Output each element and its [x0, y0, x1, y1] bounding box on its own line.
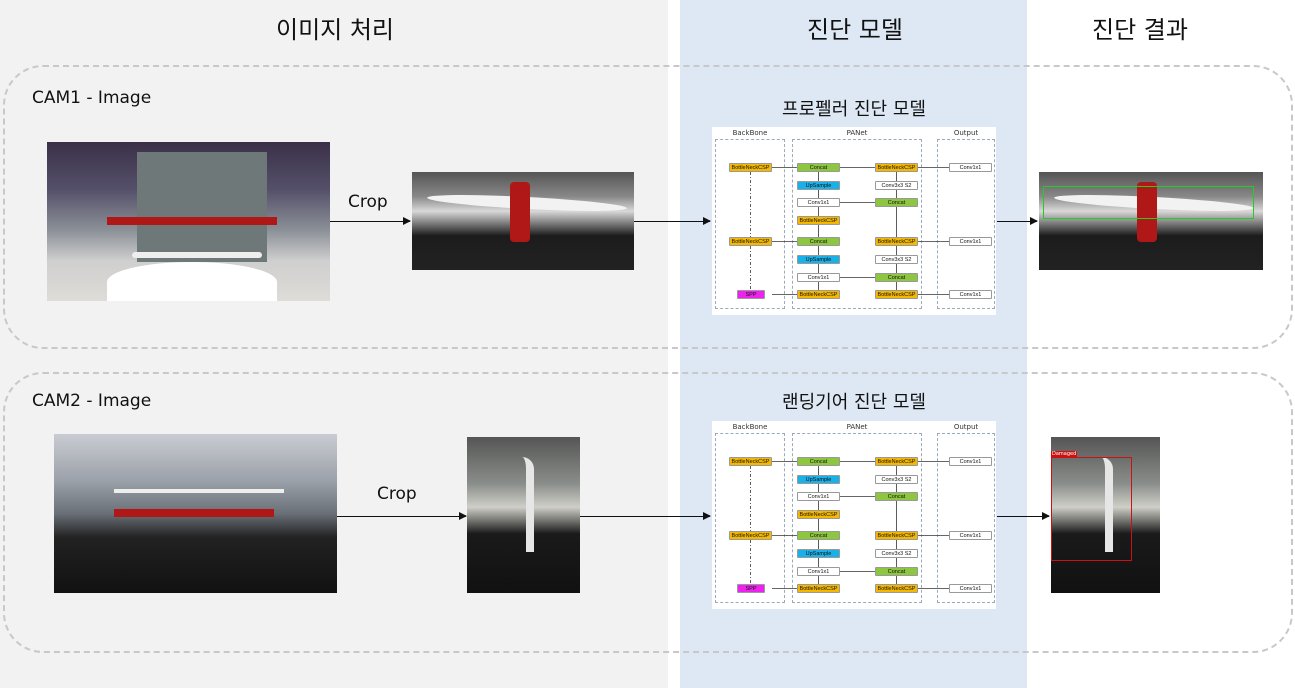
network-node-conv: Conv1x1 — [797, 492, 840, 501]
network-node-upsample: UpSample — [797, 549, 840, 558]
network-connections — [750, 461, 949, 589]
network-node-spp: SPP — [737, 584, 765, 593]
damaged-detection-label: Damaged — [1051, 451, 1078, 457]
network-node-conv: Conv1x1 — [797, 567, 840, 576]
network-connections — [750, 167, 949, 295]
network-node-conv: Conv1x1 — [797, 198, 840, 207]
network-node-conv: Conv1x1 — [949, 237, 992, 246]
network-node-csp: BottleNeckCSP — [729, 163, 772, 172]
network-node-conv: Conv1x1 — [949, 290, 992, 299]
network-section-title: PANet — [846, 129, 868, 137]
network-node-csp: BottleNeckCSP — [875, 457, 918, 466]
damaged-detection-box — [1051, 457, 1132, 561]
cam2-row-frame — [3, 372, 1293, 653]
network-node-csp: BottleNeckCSP — [797, 584, 840, 593]
network-node-concat: Concat — [797, 163, 840, 172]
cam1-cropped-propeller-image — [412, 172, 634, 270]
cam2-model-arrow — [580, 512, 711, 520]
network-node-conv: Conv1x1 — [949, 531, 992, 540]
network-node-csp: BottleNeckCSP — [729, 237, 772, 246]
network-section-panet — [792, 433, 922, 603]
cam2-result-arrow — [997, 512, 1050, 520]
network-node-conv: Conv3x3 S2 — [875, 475, 918, 484]
network-node-upsample: UpSample — [797, 475, 840, 484]
cam2-crop-arrow — [337, 512, 467, 520]
cam1-label: CAM1 - Image — [32, 88, 152, 108]
network-section-title: BackBone — [732, 129, 768, 137]
network-node-concat: Concat — [797, 531, 840, 540]
network-node-upsample: UpSample — [797, 181, 840, 190]
landing-gear-model-title: 랜딩기어 진단 모델 — [782, 392, 926, 413]
cam1-result-image — [1039, 172, 1263, 270]
cam1-crop-label: Crop — [348, 192, 388, 212]
cam2-drone-image — [54, 434, 337, 593]
network-node-csp: BottleNeckCSP — [875, 584, 918, 593]
network-node-upsample: UpSample — [797, 255, 840, 264]
cam1-crop-arrow — [330, 217, 411, 225]
network-section-title: Output — [953, 423, 979, 431]
network-section-title: Output — [953, 129, 979, 137]
network-node-csp: BottleNeckCSP — [729, 531, 772, 540]
network-section-backbone — [715, 139, 785, 309]
network-node-csp: BottleNeckCSP — [729, 457, 772, 466]
column-title-result: 진단 결과 — [1092, 16, 1188, 44]
cam1-model-arrow — [634, 217, 711, 225]
column-title-model: 진단 모델 — [807, 16, 903, 44]
network-node-conv: Conv3x3 S2 — [875, 255, 918, 264]
network-node-conv: Conv3x3 S2 — [875, 549, 918, 558]
network-node-conv: Conv1x1 — [949, 457, 992, 466]
column-title-processing: 이미지 처리 — [275, 16, 395, 44]
network-section-title: PANet — [846, 423, 868, 431]
network-node-concat: Concat — [875, 198, 918, 207]
normal-detection-box — [1043, 186, 1254, 219]
network-node-conv: Conv1x1 — [949, 584, 992, 593]
propeller-model-title: 프로펠러 진단 모델 — [782, 99, 926, 120]
cam2-result-image: Damaged — [1051, 437, 1160, 593]
network-node-csp: BottleNeckCSP — [797, 216, 840, 225]
network-node-conv: Conv1x1 — [949, 163, 992, 172]
network-section-title: BackBone — [732, 423, 768, 431]
network-node-csp: BottleNeckCSP — [875, 237, 918, 246]
network-node-csp: BottleNeckCSP — [875, 290, 918, 299]
network-section-panet — [792, 139, 922, 309]
network-node-concat: Concat — [797, 237, 840, 246]
network-section-backbone — [715, 433, 785, 603]
cam2-cropped-landing-gear-image — [467, 437, 580, 593]
cam2-crop-label: Crop — [377, 484, 417, 504]
network-section-output — [937, 433, 995, 603]
cam1-result-arrow — [997, 217, 1038, 225]
network-node-concat: Concat — [797, 457, 840, 466]
network-node-csp: BottleNeckCSP — [875, 163, 918, 172]
network-node-conv: Conv1x1 — [797, 273, 840, 282]
network-node-concat: Concat — [875, 567, 918, 576]
cam1-row-frame — [3, 65, 1293, 349]
network-node-csp: BottleNeckCSP — [797, 290, 840, 299]
network-node-conv: Conv3x3 S2 — [875, 181, 918, 190]
network-node-concat: Concat — [875, 273, 918, 282]
network-node-spp: SPP — [737, 290, 765, 299]
cam2-label: CAM2 - Image — [32, 391, 152, 411]
cam1-drone-image — [47, 142, 330, 301]
network-node-concat: Concat — [875, 492, 918, 501]
network-node-csp: BottleNeckCSP — [797, 510, 840, 519]
network-node-csp: BottleNeckCSP — [875, 531, 918, 540]
network-section-output — [937, 139, 995, 309]
